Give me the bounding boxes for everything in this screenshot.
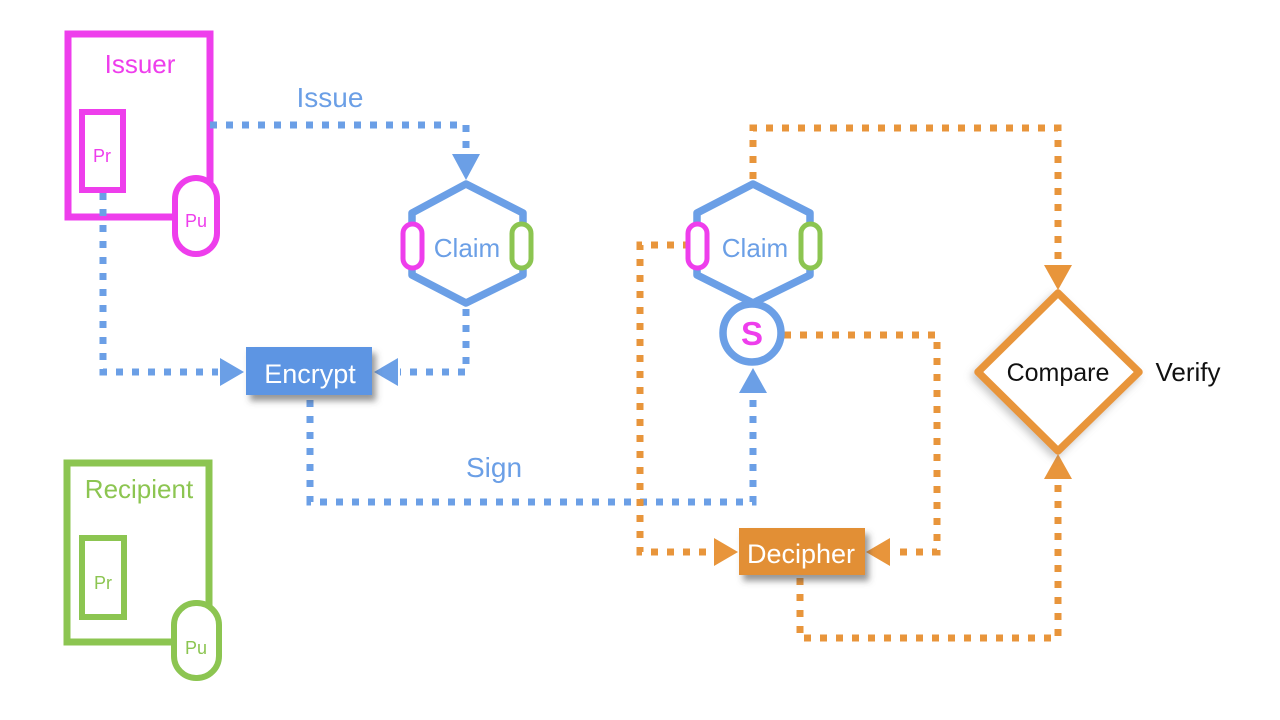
encrypt-rect bbox=[246, 347, 372, 395]
decipher-label: Decipher bbox=[747, 539, 855, 569]
recipient-box: Recipient Pr Pu bbox=[63, 459, 222, 681]
decipher-box: Decipher bbox=[739, 528, 865, 575]
issue-label: Issue bbox=[297, 82, 364, 113]
claim-to-encrypt-line bbox=[400, 309, 470, 376]
recipient-private-key bbox=[79, 535, 127, 620]
compare-top-arrowhead-icon bbox=[1044, 265, 1072, 290]
issue-arrowhead-down-icon bbox=[452, 154, 480, 180]
sign-flow-line bbox=[306, 395, 757, 506]
sign-arrowhead-up-icon bbox=[739, 368, 767, 393]
compare-bottom-arrowhead-icon bbox=[1044, 454, 1072, 479]
claim-issued-hexagon: Claim bbox=[400, 180, 534, 307]
compare-label: Compare bbox=[1007, 359, 1110, 387]
claim-issued-label: Claim bbox=[434, 233, 500, 263]
issuer-public-key-label: Pu bbox=[185, 211, 207, 231]
compare-outline bbox=[974, 289, 1143, 455]
claim-issued-private-key-pill bbox=[400, 221, 425, 271]
claim-signed-label: Claim bbox=[722, 233, 788, 263]
signature-badge bbox=[719, 300, 785, 366]
compare-diamond: Compare bbox=[974, 289, 1143, 455]
signature-to-decipher-line bbox=[784, 331, 941, 556]
recipient-public-key-label: Pu bbox=[185, 638, 207, 658]
claim-signed-hexagon: Claim S bbox=[685, 180, 823, 366]
encrypt-label: Encrypt bbox=[264, 359, 356, 389]
claim-signed-private-key-pill bbox=[685, 221, 710, 271]
issuer-title: Issuer bbox=[105, 49, 176, 79]
claim-issued-public-key-pill bbox=[509, 221, 534, 271]
issuer-box: Issuer Pr Pu bbox=[64, 30, 220, 257]
issuer-private-key bbox=[79, 109, 126, 193]
claim-signed-public-key-pill bbox=[798, 221, 823, 271]
verify-label: Verify bbox=[1155, 357, 1220, 387]
decipher-rect bbox=[739, 528, 865, 575]
issuer-public-key bbox=[172, 175, 220, 257]
signature-label: S bbox=[741, 315, 763, 352]
private-key-to-encrypt-line bbox=[99, 193, 218, 376]
sign-label: Sign bbox=[466, 452, 522, 483]
recipient-public-key bbox=[171, 600, 222, 681]
recipient-title: Recipient bbox=[85, 474, 194, 504]
decipher-right-arrowhead-icon bbox=[866, 538, 890, 566]
encrypt-left-arrowhead-icon bbox=[220, 358, 244, 386]
issue-flow-line bbox=[210, 121, 470, 150]
public-key-to-decipher-line bbox=[636, 241, 712, 556]
encrypt-box: Encrypt bbox=[246, 347, 372, 395]
encrypt-right-arrowhead-icon bbox=[374, 358, 398, 386]
issuer-private-key-label: Pr bbox=[93, 146, 111, 166]
recipient-private-key-label: Pr bbox=[94, 573, 112, 593]
decipher-left-arrowhead-icon bbox=[714, 538, 738, 566]
claim-issued-outline bbox=[408, 180, 527, 307]
